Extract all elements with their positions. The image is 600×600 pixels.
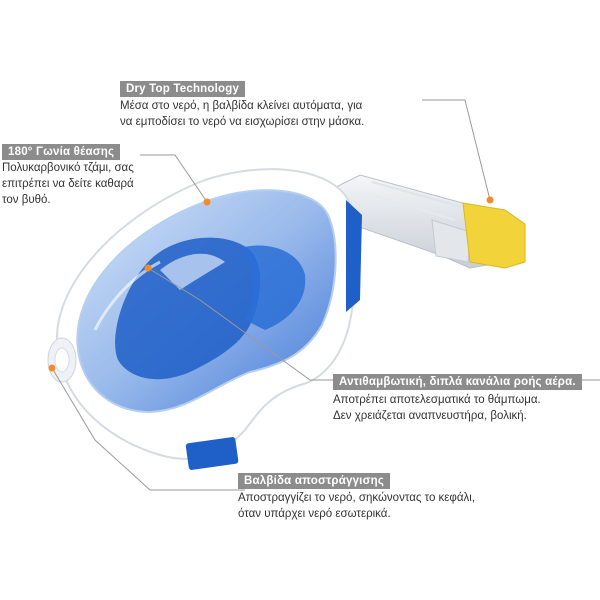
callout-text-drain-valve: Αποστραγγίζει το νερό, σηκώνοντας το κεφ… — [238, 490, 475, 522]
callout-line: επιτρέπει να δείτε καθαρά — [2, 178, 134, 190]
mask-lens — [76, 189, 337, 414]
callout-text-anti-fog: Αποτρέπει αποτελεσματικά το θάμπωμα. Δεν… — [333, 392, 541, 424]
callout-line: Μέσα στο νερό, η βαλβίδα κλείνει αυτόματ… — [120, 100, 363, 112]
callout-line: Πολυκαρβονικό τζάμι, σας — [2, 162, 134, 174]
callout-title-viewing-angle: 180° Γωνία θέασης — [2, 144, 121, 160]
drain-valve — [185, 437, 239, 470]
dry-top-valve — [462, 202, 526, 269]
callout-line: Δεν χρειάζεται αναπνευστήρα, βολική. — [333, 410, 527, 422]
callout-text-viewing-angle: Πολυκαρβονικό τζάμι, σας επιτρέπει να δε… — [2, 160, 134, 208]
callout-line: να εμποδίσει το νερό να εισχωρίσει στην … — [120, 116, 365, 128]
callout-title-dry-top: Dry Top Technology — [120, 81, 246, 97]
callout-text-dry-top: Μέσα στο νερό, η βαλβίδα κλείνει αυτόματ… — [120, 98, 364, 130]
callout-title-anti-fog: Αντιθαμβωτική, διπλά κανάλια ροής αέρα. — [333, 374, 582, 390]
snorkel-tube — [329, 174, 506, 269]
callout-title-drain-valve: Βαλβίδα αποστράγγισης — [238, 473, 391, 489]
callout-dots — [48, 196, 494, 372]
callout-line: Αποστραγγίζει το νερό, σηκώνοντας το κεφ… — [238, 492, 476, 504]
callout-line: όταν υπάρχει νερό εσωτερικά. — [238, 508, 391, 520]
callout-line: τον βυθό. — [2, 194, 51, 206]
callout-line: Αποτρέπει αποτελεσματικά το θάμπωμα. — [333, 394, 541, 406]
